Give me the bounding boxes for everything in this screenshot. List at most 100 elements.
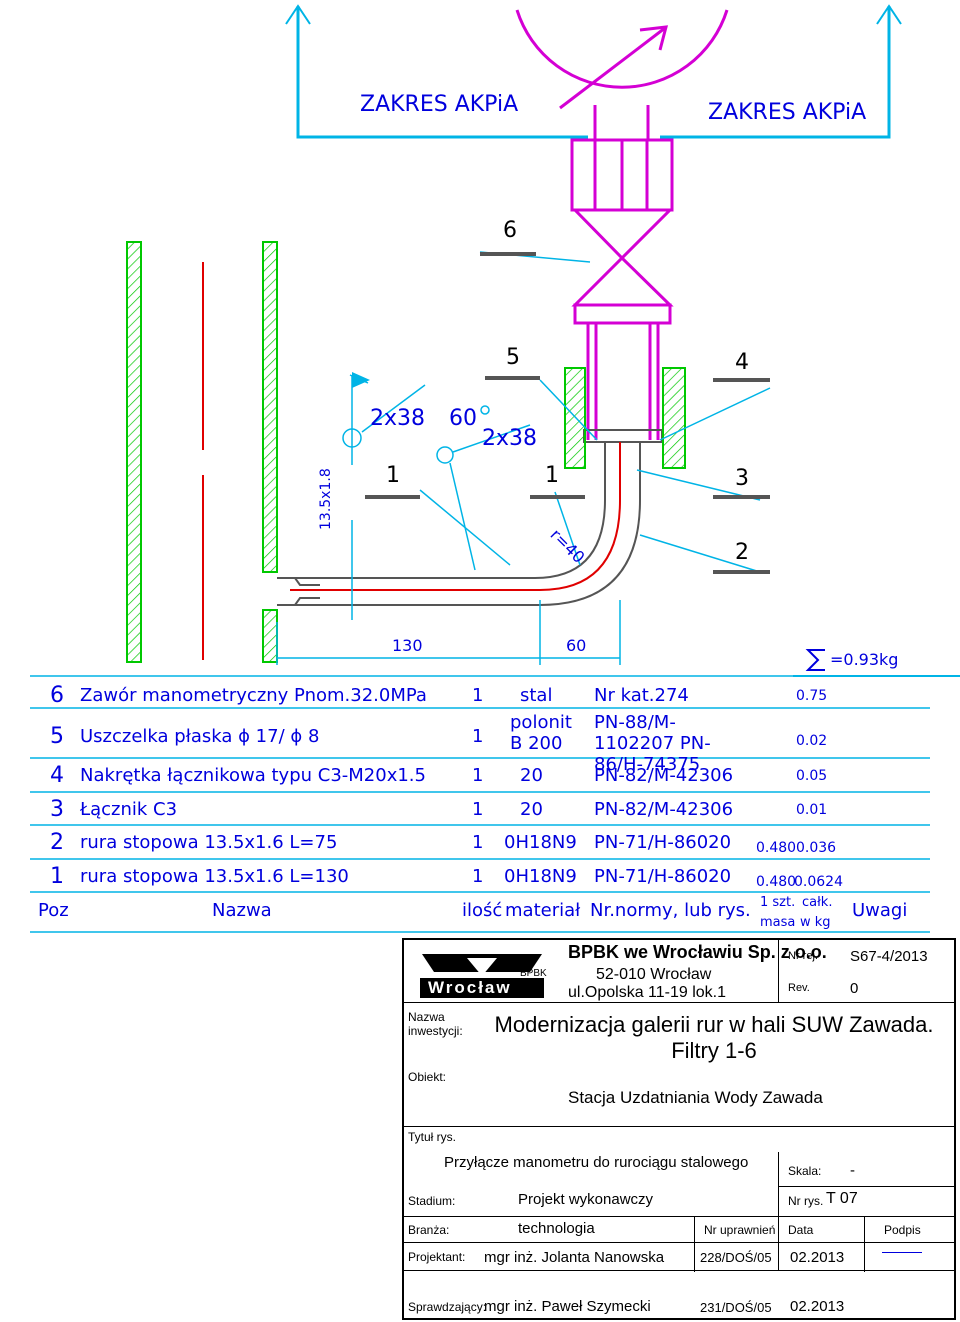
mass-total: =0.93kg [830,650,899,669]
rev-value: 0 [850,980,859,997]
logo-text: Wrocław [428,978,512,997]
column-pipe [126,241,278,663]
bom-row-5-masa: 0.02 [796,733,828,749]
bom-header-calk: całk. [802,895,833,910]
bom-row-4-poz: 4 [50,763,64,788]
bom-row-1-nazwa: rura stopowa 13.5x1.6 L=130 [80,866,349,887]
sprawdzajacy-uprawnienia: 231/DOŚ/05 [700,1300,772,1315]
nr-rej-label: Nr rej. [788,950,818,962]
company-name: BPBK we Wrocławiu Sp. z o.o. [568,942,827,962]
bom-row-2-poz: 2 [50,830,64,855]
bom-row-5-nazwa: Uszczelka płaska ϕ 17/ ϕ 8 [80,726,320,747]
sprawdzajacy-label: Sprawdzający: [408,1300,487,1314]
bom-row-3-nazwa: Łącznik C3 [80,799,178,820]
bom-row-3-poz: 3 [50,797,64,822]
skala-value: - [850,1162,855,1179]
bom-row-3-ilosc: 1 [472,799,484,820]
zakres-akpia-left: ZAKRES AKPiA [360,92,519,117]
projektant-uprawnienia: 228/DOŚ/05 [700,1250,772,1265]
bom-row-5-material: polonit B 200 [510,712,572,754]
bent-pipe [277,499,641,606]
tytul-value: Przyłącze manometru do rurociągu stalowe… [444,1154,749,1171]
inwestycja-label: Nazwa inwestycji: [408,1010,463,1038]
podpis-label: Podpis [884,1223,921,1237]
bom-row-4-masa: 0.05 [796,768,828,784]
sprawdzajacy-value: mgr inż. Paweł Szymecki [484,1298,651,1315]
bom-header-ilosc: ilość [462,900,503,921]
bom-header-normy: Nr.normy, lub rys. [590,900,751,921]
inwestycja-value: Modernizacja galerii rur w hali SUW Zawa… [494,1012,934,1063]
weld-symbol-left [342,428,362,448]
rev-label: Rev. [788,982,810,994]
callout-3: 3 [735,466,749,491]
tytul-label: Tytuł rys. [408,1130,457,1144]
callout-4: 4 [735,350,749,375]
nr-uprawnien-label: Nr uprawnień [704,1223,776,1237]
bom-header-masa: masa [760,915,796,930]
bom-row-3-normy: PN-82/M-42306 [594,799,734,820]
stadium-label: Stadium: [408,1194,456,1208]
sprawdzajacy-data: 02.2013 [790,1298,845,1315]
bom-row-1-ilosc: 1 [472,866,484,887]
projektant-signature [882,1252,922,1253]
bom-row-1-normy: PN-71/H-86020 [594,866,732,887]
nut-fitting [583,429,663,500]
bom-row-5-poz: 5 [50,724,64,749]
branza-label: Branża: [408,1223,450,1237]
branza-value: technologia [518,1220,595,1237]
dim-2x38-b: 2x38 [482,426,538,451]
bom-row-6-ilosc: 1 [472,685,484,706]
callout-6: 6 [503,218,517,243]
bom-row-4-nazwa: Nakrętka łącznikowa typu C3-M20x1.5 [80,765,426,786]
bom-row-6-material: stal [520,685,553,706]
company-address-1: 52-010 Wrocław [596,966,712,983]
bom-row-2-normy: PN-71/H-86020 [594,832,732,853]
dim-60: 60 [449,406,477,431]
callout-5: 5 [506,345,520,370]
bom-row-2-nazwa: rura stopowa 13.5x1.6 L=75 [80,832,338,853]
callout-underlines [365,252,770,574]
projektant-value: mgr inż. Jolanta Nanowska [484,1249,665,1266]
data-label: Data [788,1223,814,1237]
bom-header-material: materiał [505,900,581,921]
hatched-fitting [564,367,686,469]
bom-row-3-masa: 0.01 [796,802,828,818]
bom-row-2-material: 0H18N9 [504,832,577,853]
bom-row-3-material: 20 [520,799,543,820]
bom-row-2-masa: 0.036 [796,840,837,856]
bom-row-6-normy: Nr kat.274 [594,685,689,706]
dim-60-bottom: 60 [566,636,587,655]
bom-row-4-ilosc: 1 [472,765,484,786]
bom-header-nazwa: Nazwa [212,900,272,921]
zakres-akpia-right: ZAKRES AKPiA [708,100,867,125]
weld-symbol-right [436,446,454,464]
valve-body [570,105,674,440]
bom-row-1-masa: 0.0624 [794,874,843,890]
skala-label: Skala: [788,1164,822,1178]
bom-row-1-masa-szt: 0.480 [756,874,797,890]
bom-header-uwagi: Uwagi [852,900,908,921]
obiekt-value: Stacja Uzdatniania Wody Zawada [568,1088,823,1107]
bom-row-1-poz: 1 [50,864,64,889]
bom-row-6-masa: 0.75 [796,688,828,704]
bom-header-szt: 1 szt. [760,895,796,910]
bom-row-6-nazwa: Zawór manometryczny Pnom.32.0MPa [80,685,427,706]
bom-header-wkg: w kg [800,915,831,930]
bom-row-4-normy: PN-82/M-42306 [594,765,734,786]
bom-row-5-normy: PN-88/M-1102207 PN-86/H-74375 [594,712,711,775]
bom-row-1-material: 0H18N9 [504,866,577,887]
pipe-centerline [290,442,621,591]
dim-130: 130 [392,636,423,655]
dim-2x38-a: 2x38 [370,406,426,431]
dim-pipe-size: 13.5x1.8 [318,468,334,530]
bom-grid [30,675,930,933]
bom-row-6-poz: 6 [50,683,64,708]
flag-left [352,372,370,388]
logo-small: BPBK [520,968,547,979]
projektant-label: Projektant: [408,1250,466,1264]
nr-rej-value: S67-4/2013 [850,948,928,965]
callout-1-right: 1 [545,463,559,488]
weld-symbol-small [480,405,490,415]
manometer-gauge [515,9,729,110]
